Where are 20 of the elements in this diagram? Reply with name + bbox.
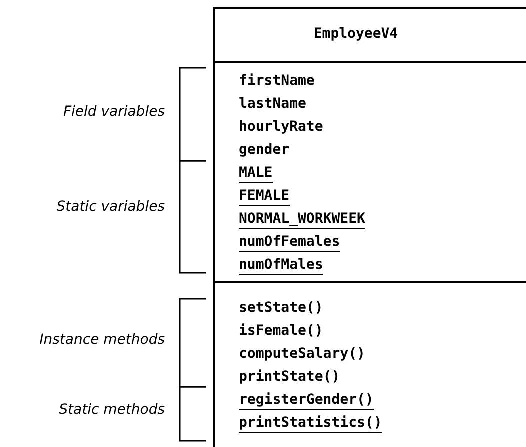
field-name: numOfMales — [239, 257, 324, 275]
field-name: numOfFemales — [239, 234, 340, 252]
field-name: MALE — [239, 165, 273, 183]
method-name: computeSalary() — [239, 346, 366, 363]
group-label: Instance methods — [38, 332, 165, 348]
class-name: EmployeeV4 — [312, 26, 400, 43]
method-name: setState() — [239, 300, 324, 317]
field-name: hourlyRate — [239, 119, 324, 136]
field-name: NORMAL_WORKWEEK — [239, 211, 366, 229]
method-name: printStatistics() — [239, 415, 382, 433]
field-name: firstName — [239, 73, 315, 90]
method-name: registerGender() — [239, 392, 374, 410]
group-label: Static methods — [58, 402, 165, 418]
field-name: gender — [239, 142, 290, 159]
field-name: lastName — [239, 96, 306, 113]
group-label: Field variables — [62, 104, 165, 120]
field-name: FEMALE — [239, 188, 290, 206]
method-name: isFemale() — [239, 323, 324, 340]
method-name: printState() — [239, 369, 340, 386]
group-label: Static variables — [56, 199, 165, 215]
